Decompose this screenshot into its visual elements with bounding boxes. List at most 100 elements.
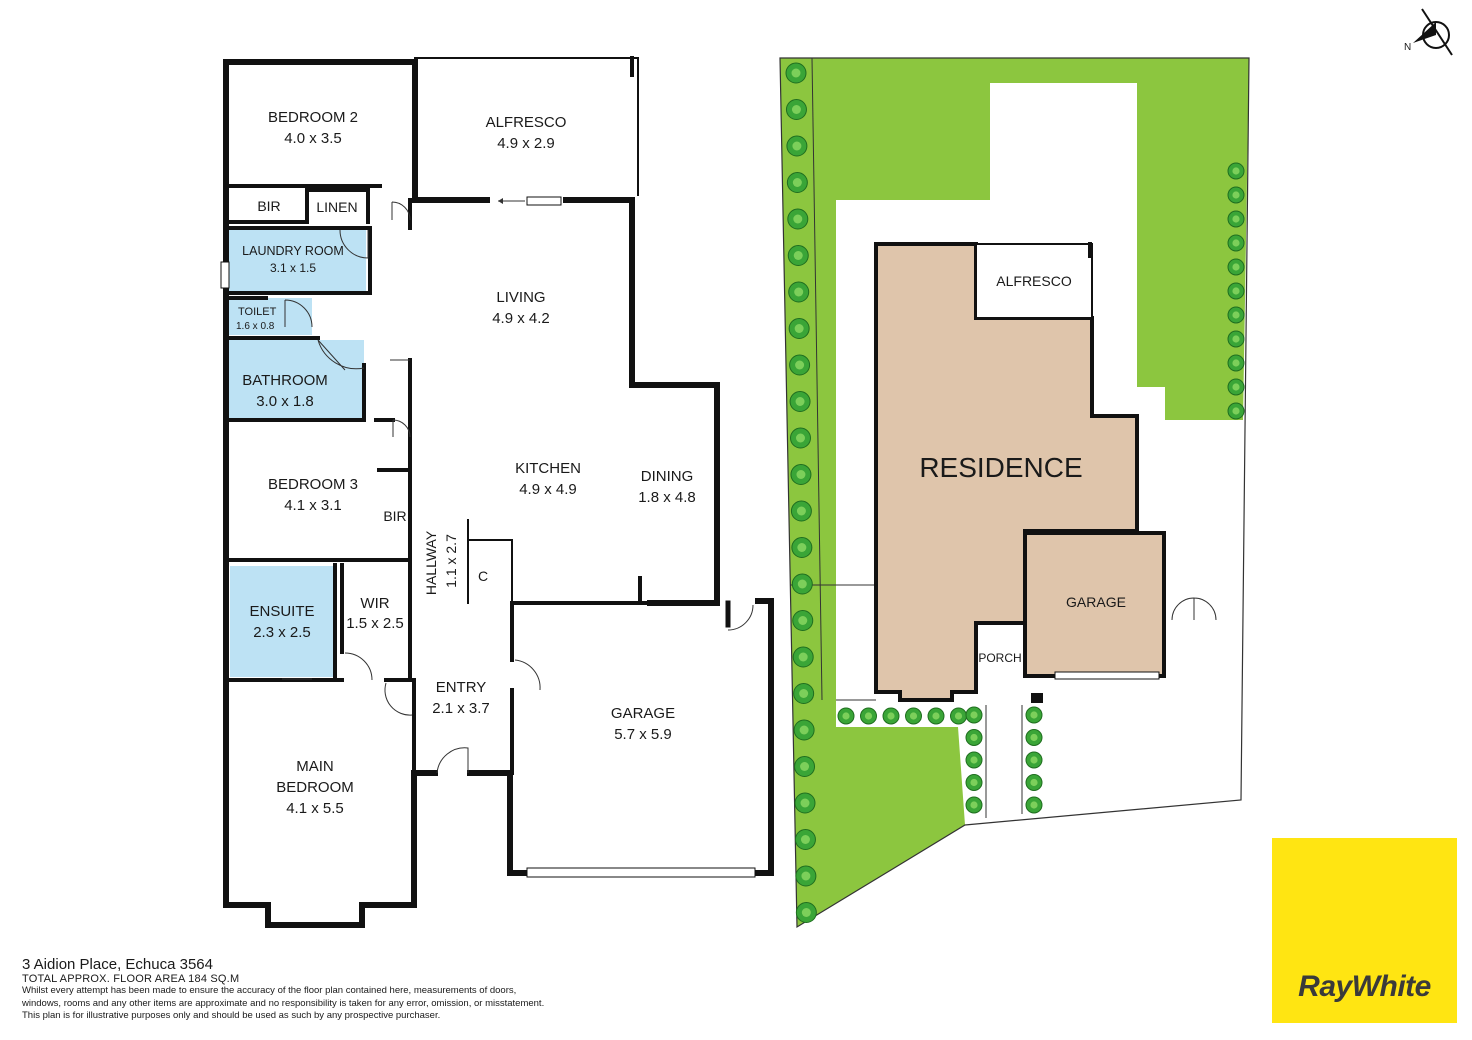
- cupboard-walls: [467, 519, 513, 604]
- ensuite-fill: [230, 566, 335, 677]
- label-porch: PORCH: [978, 651, 1021, 665]
- property-address: 3 Aidion Place, Echuca 3564: [22, 956, 213, 973]
- garage-door: [526, 867, 756, 878]
- shrub-highlight: [1232, 287, 1240, 295]
- floor-plan: BEDROOM 2 4.0 x 3.5 ALFRESCO 4.9 x 2.9 B…: [220, 56, 774, 928]
- shrub-highlight: [954, 712, 963, 720]
- shrub-highlight: [1030, 756, 1038, 764]
- laundry-door: [339, 229, 369, 259]
- shrub-highlight: [1030, 801, 1038, 809]
- raywhite-logo: RayWhite: [1272, 838, 1457, 1023]
- letterbox: [1031, 693, 1043, 703]
- shrub-highlight: [1232, 215, 1240, 223]
- dims-kitchen: 4.9 x 4.9: [519, 481, 577, 498]
- kitchen-garage-wall: [510, 576, 652, 775]
- shrub-highlight: [794, 324, 804, 333]
- shrub-highlight: [1232, 311, 1240, 319]
- dims-dining: 1.8 x 4.8: [638, 489, 696, 506]
- label-site-garage: GARAGE: [1066, 594, 1126, 610]
- dims-laundry: 3.1 x 1.5: [270, 261, 316, 275]
- slide-arrow-head: [498, 198, 503, 204]
- label-garage: GARAGE: [611, 705, 675, 722]
- shrub-highlight: [842, 712, 850, 720]
- toilet-door: [284, 299, 313, 328]
- bathroom-fill: [226, 340, 364, 420]
- north-arrow-icon: N: [1404, 8, 1453, 56]
- alfresco-outline: [414, 57, 639, 196]
- outer-wall-east: [412, 197, 720, 606]
- site-garage-door: [1054, 671, 1160, 680]
- label-bathroom: BATHROOM: [242, 372, 328, 389]
- laundry-fill: [226, 228, 366, 293]
- shrub-highlight: [799, 725, 809, 735]
- shrub-highlight: [1232, 263, 1240, 271]
- label-linen: LINEN: [316, 199, 357, 215]
- bathroom-door: [317, 339, 365, 371]
- entry-garage-door: [514, 659, 541, 691]
- shrub-highlight: [799, 689, 809, 698]
- bedroom3-door: [392, 419, 411, 438]
- shrub-highlight: [797, 579, 807, 589]
- dims-garage: 5.7 x 5.9: [614, 726, 672, 743]
- laundry-window: [220, 261, 230, 289]
- fence-line: [811, 57, 823, 701]
- garage-side-door: [727, 604, 754, 631]
- shrub-highlight: [864, 712, 873, 720]
- label-laundry: LAUNDRY ROOM: [242, 244, 344, 258]
- label-residence: RESIDENCE: [919, 452, 1082, 483]
- label-living: LIVING: [496, 289, 545, 306]
- label-bedroom2: BEDROOM 2: [268, 109, 358, 126]
- label-main-bedroom-1: MAIN: [296, 758, 334, 775]
- shrub-highlight: [793, 251, 803, 260]
- plan-footer: 3 Aidion Place, Echuca 3564 TOTAL APPROX…: [22, 956, 722, 1023]
- shrub-highlight: [800, 798, 810, 808]
- shrub-highlight: [1232, 335, 1240, 343]
- shrub-highlight: [793, 214, 803, 224]
- linen-door: [391, 201, 411, 221]
- site-alfresco: [975, 243, 1093, 319]
- shrub-highlight: [791, 68, 801, 78]
- north-label: N: [1404, 42, 1411, 53]
- dims-entry: 2.1 x 3.7: [432, 700, 490, 717]
- shrub-highlight: [791, 105, 801, 114]
- shrub-highlight: [1030, 711, 1038, 719]
- dims-bedroom2: 4.0 x 3.5: [284, 130, 342, 147]
- shrub-highlight: [800, 835, 810, 844]
- shrub-highlight: [792, 141, 802, 151]
- sliding-door: [526, 196, 562, 206]
- toilet-fill: [226, 298, 312, 335]
- shrub-highlight: [795, 397, 805, 406]
- label-bir2: BIR: [383, 508, 406, 524]
- label-alfresco: ALFRESCO: [486, 114, 567, 131]
- block-boundary: [779, 57, 1250, 929]
- outer-wall-garage: [467, 598, 774, 876]
- outer-wall-west: [223, 59, 438, 928]
- shrub-highlight: [1232, 407, 1240, 415]
- dims-ensuite: 2.3 x 2.5: [253, 624, 311, 641]
- label-kitchen: KITCHEN: [515, 460, 581, 477]
- label-entry: ENTRY: [436, 679, 487, 696]
- shrub-highlight: [795, 360, 805, 370]
- dims-hallway: 1.1 x 2.7: [443, 534, 459, 588]
- mainbed-door: [384, 682, 413, 716]
- shrub-highlight: [1232, 239, 1240, 247]
- disclaimer-line-2: windows, rooms and any other items are a…: [22, 997, 545, 1009]
- shrub-highlight: [932, 712, 940, 720]
- shrub-highlight: [798, 616, 808, 625]
- label-hallway: HALLWAY: [423, 530, 439, 595]
- label-bir1: BIR: [257, 198, 280, 214]
- label-main-bedroom-2: BEDROOM: [276, 779, 354, 796]
- label-bedroom3: BEDROOM 3: [268, 476, 358, 493]
- front-door: [436, 747, 469, 774]
- disclaimer-line-3: This plan is for illustrative purposes o…: [22, 1010, 441, 1021]
- shrub-highlight: [970, 801, 978, 809]
- interior-walls: [224, 184, 412, 682]
- shrub-highlight: [970, 733, 978, 742]
- dims-toilet: 1.6 x 0.8: [236, 321, 275, 332]
- shrub-highlight: [1232, 167, 1240, 175]
- shrub-highlight: [798, 652, 808, 662]
- shrub-highlight: [1030, 733, 1038, 742]
- shrub-highlight: [800, 762, 810, 771]
- dims-bathroom: 3.0 x 1.8: [256, 393, 314, 410]
- dims-wir: 1.5 x 2.5: [346, 615, 404, 632]
